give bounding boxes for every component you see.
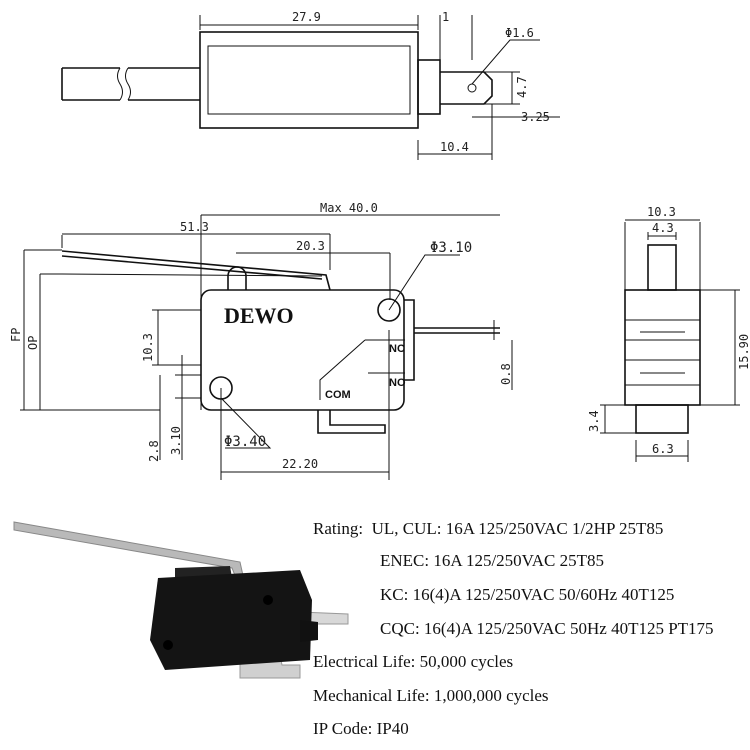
dim-4-3: 4.3 bbox=[652, 221, 674, 235]
dim-51-3: 51.3 bbox=[180, 220, 209, 234]
dim-3-10: 3.10 bbox=[169, 426, 183, 455]
dim-10-4: 10.4 bbox=[440, 140, 469, 154]
dim-op: OP bbox=[26, 336, 40, 350]
dim-4-7: 4.7 bbox=[515, 76, 529, 98]
dim-27-9: 27.9 bbox=[292, 10, 321, 24]
rating-ul: Rating: UL, CUL: 16A 125/250VAC 1/2HP 25… bbox=[313, 519, 663, 539]
dim-6-3: 6.3 bbox=[652, 442, 674, 456]
rating-label: Rating: bbox=[313, 519, 364, 538]
dim-22-20: 22.20 bbox=[282, 457, 318, 471]
side-view: 10.3 4.3 15.90 3.4 6.3 bbox=[587, 205, 750, 462]
com-label: COM bbox=[325, 389, 351, 401]
dim-10-3: 10.3 bbox=[141, 333, 155, 362]
mechanical-life: Mechanical Life: 1,000,000 cycles bbox=[313, 686, 549, 705]
top-view: 27.9 1 Φ1.6 4.7 3.25 10.4 bbox=[61, 10, 560, 160]
front-view: DEWO NC NO COM Max 40.0 51.3 20.3 Φ3.10 … bbox=[9, 201, 513, 480]
dim-2-8: 2.8 bbox=[147, 440, 161, 462]
rating-cqc: CQC: 16(4)A 125/250VAC 50Hz 40T125 PT175 bbox=[380, 619, 714, 638]
dim-15-90: 15.90 bbox=[737, 334, 750, 370]
brand-label: DEWO bbox=[224, 303, 294, 328]
electrical-life: Electrical Life: 50,000 cycles bbox=[313, 652, 514, 671]
ip-code: IP Code: IP40 bbox=[313, 719, 409, 738]
dim-hole-1-6: Φ1.6 bbox=[505, 26, 534, 40]
dim-max-40: Max 40.0 bbox=[320, 201, 378, 215]
dim-hole-3-10: Φ3.10 bbox=[430, 240, 472, 256]
no-label: NO bbox=[389, 377, 406, 389]
dim-0-8: 0.8 bbox=[499, 363, 513, 385]
rating-ul-value: UL, CUL: 16A 125/250VAC 1/2HP 25T85 bbox=[371, 519, 664, 538]
dim-hole-3-40: Φ3.40 bbox=[224, 434, 266, 450]
dim-3-25: 3.25 bbox=[521, 110, 550, 124]
product-photo bbox=[13, 521, 349, 679]
dim-fp: FP bbox=[9, 328, 23, 342]
nc-label: NC bbox=[389, 343, 405, 355]
dim-3-4: 3.4 bbox=[587, 410, 601, 432]
dim-20-3: 20.3 bbox=[296, 239, 325, 253]
dim-1: 1 bbox=[442, 10, 449, 24]
dim-side-10-3: 10.3 bbox=[647, 205, 676, 219]
rating-kc: KC: 16(4)A 125/250VAC 50/60Hz 40T125 bbox=[380, 585, 675, 604]
rating-enec: ENEC: 16A 125/250VAC 25T85 bbox=[380, 551, 605, 570]
